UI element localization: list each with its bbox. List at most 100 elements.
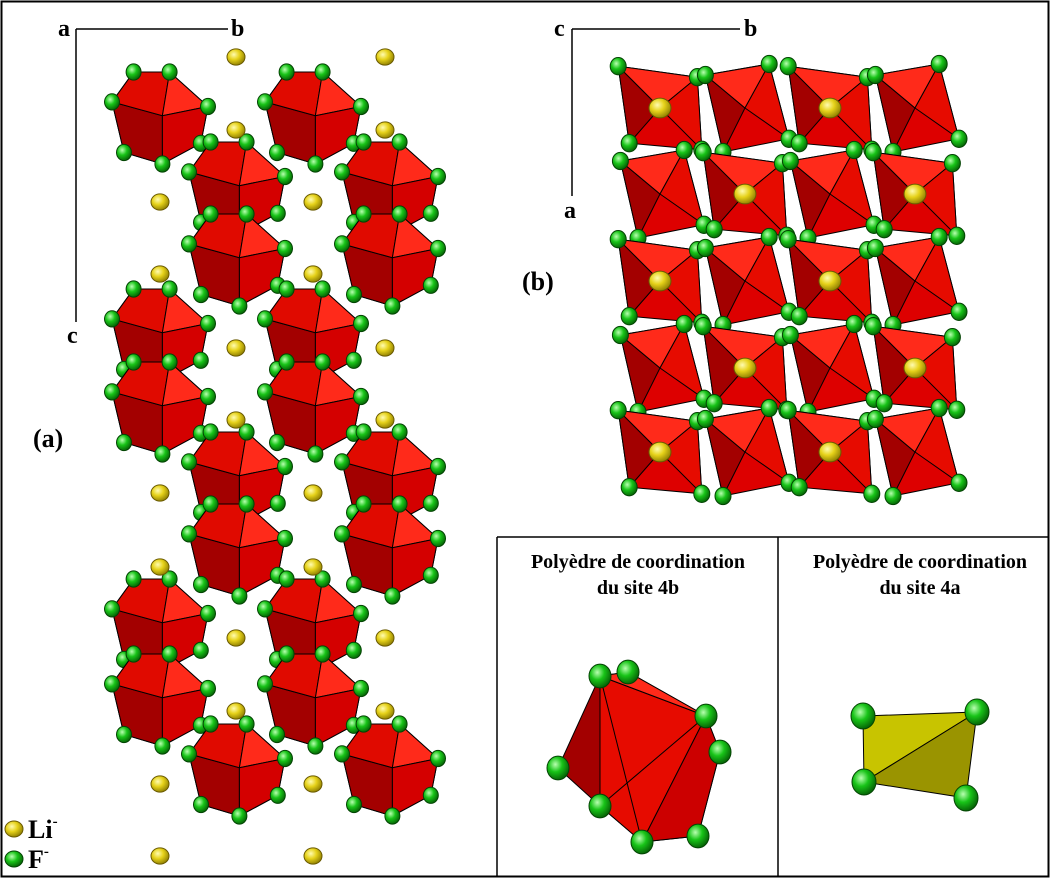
f-atom bbox=[277, 529, 293, 548]
f-atom bbox=[696, 65, 714, 85]
li-atom bbox=[150, 775, 170, 793]
octahedron bbox=[341, 503, 440, 597]
f-atom bbox=[953, 784, 979, 812]
f-atom bbox=[278, 570, 295, 588]
legend-li-label: Li- bbox=[28, 814, 58, 844]
panel-a-octahedra bbox=[104, 63, 446, 825]
f-atom bbox=[779, 401, 797, 420]
li-atom bbox=[150, 847, 170, 865]
f-atom bbox=[760, 398, 778, 418]
f-atom bbox=[430, 457, 446, 476]
f-atom bbox=[277, 457, 293, 476]
li-atom bbox=[150, 484, 170, 502]
li-atom bbox=[375, 48, 395, 66]
f-atom bbox=[355, 205, 372, 223]
octahedron bbox=[619, 148, 705, 240]
f-atom bbox=[714, 486, 732, 506]
f-atom bbox=[278, 353, 295, 371]
f-atom bbox=[314, 353, 331, 371]
f-atom bbox=[760, 54, 778, 74]
f-atom bbox=[277, 167, 293, 186]
f-atom bbox=[200, 314, 216, 333]
octahedron bbox=[704, 235, 790, 327]
li-atom bbox=[818, 441, 842, 463]
f-atom bbox=[696, 409, 714, 429]
f-atom bbox=[943, 154, 961, 173]
octahedron bbox=[341, 213, 440, 307]
f-atom bbox=[238, 495, 255, 513]
f-atom bbox=[850, 702, 876, 730]
f-atom bbox=[353, 97, 369, 116]
f-atom bbox=[181, 163, 197, 181]
f-atom bbox=[384, 297, 401, 315]
inset-4a-title-line1: Polyèdre de coordination bbox=[813, 551, 1027, 573]
panel-a: a b c (a) bbox=[33, 16, 446, 865]
f-atom bbox=[314, 645, 331, 663]
inset-site-4b: Polyèdre de coordination du site 4b bbox=[531, 551, 745, 855]
f-atom bbox=[588, 793, 612, 819]
panel-a-axis-c-label: c bbox=[67, 323, 78, 349]
panel-b-label: (b) bbox=[522, 267, 554, 296]
f-atom bbox=[696, 238, 714, 258]
f-atom bbox=[779, 230, 797, 249]
f-atom bbox=[948, 400, 966, 419]
f-atom bbox=[307, 155, 324, 173]
octahedron bbox=[874, 62, 960, 154]
inset-4b-title-line2: du site 4b bbox=[597, 577, 679, 599]
f-atom bbox=[422, 566, 439, 584]
f-atom bbox=[845, 314, 863, 334]
f-atom bbox=[790, 478, 808, 497]
f-atom bbox=[278, 63, 295, 81]
f-atom bbox=[154, 737, 171, 755]
f-atom bbox=[269, 143, 285, 162]
f-atom bbox=[345, 641, 362, 659]
li-atom bbox=[648, 97, 672, 119]
f-atom bbox=[346, 575, 362, 594]
f-atom bbox=[334, 525, 350, 543]
f-atom bbox=[866, 65, 884, 85]
octahedron bbox=[188, 213, 287, 307]
octahedron bbox=[704, 62, 790, 154]
f-atom bbox=[277, 239, 293, 258]
inset-4b-title-line1: Polyèdre de coordination bbox=[531, 551, 745, 573]
green-sphere-icon bbox=[4, 850, 24, 868]
octahedron bbox=[111, 361, 210, 455]
f-atom bbox=[200, 97, 216, 116]
octahedron bbox=[871, 150, 958, 238]
f-atom bbox=[238, 715, 255, 733]
site-4a-tetrahedron bbox=[862, 711, 979, 799]
li-atom bbox=[303, 484, 323, 502]
f-atom bbox=[686, 823, 710, 849]
f-atom bbox=[875, 394, 893, 413]
f-atom bbox=[278, 280, 295, 298]
li-atom bbox=[375, 702, 395, 720]
li-atom bbox=[818, 97, 842, 119]
f-atom bbox=[161, 570, 178, 588]
f-atom bbox=[705, 220, 723, 239]
li-atom bbox=[375, 121, 395, 139]
f-atom bbox=[864, 317, 882, 336]
f-atom bbox=[675, 314, 693, 334]
inset-site-4a: Polyèdre de coordination du site 4a bbox=[813, 551, 1027, 812]
f-atom bbox=[790, 307, 808, 326]
f-atom bbox=[851, 768, 877, 796]
f-atom bbox=[391, 205, 408, 223]
f-atom bbox=[694, 703, 718, 729]
f-atom bbox=[202, 495, 219, 513]
f-atom bbox=[391, 715, 408, 733]
li-atom bbox=[303, 558, 323, 576]
f-atom bbox=[192, 641, 209, 659]
f-atom bbox=[391, 423, 408, 441]
f-atom bbox=[694, 317, 712, 336]
f-atom bbox=[611, 325, 629, 345]
f-atom bbox=[231, 587, 248, 605]
panel-a-label: (a) bbox=[33, 424, 63, 453]
f-atom bbox=[864, 143, 882, 162]
f-atom bbox=[200, 387, 216, 406]
f-atom bbox=[609, 230, 627, 249]
octahedron bbox=[874, 406, 960, 498]
f-atom bbox=[930, 227, 948, 247]
site-4b-f-atoms bbox=[546, 659, 732, 855]
f-atom bbox=[609, 401, 627, 420]
